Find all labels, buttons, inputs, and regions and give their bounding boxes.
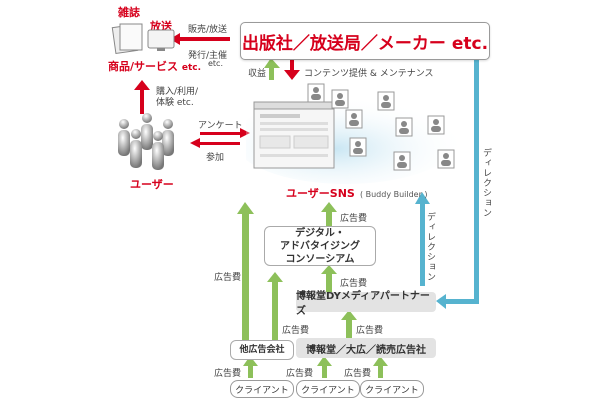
consortium-line-2: アドバタイジング <box>280 240 360 252</box>
client-box-1: クライアント <box>230 380 294 398</box>
ad-fee-label-2: 広告費 <box>214 273 242 283</box>
products-label: 商品/サービス etc. <box>108 58 201 74</box>
ad-fee-label-5: 広告費 <box>356 326 384 336</box>
dy-partners-box: 博報堂DYメディアパートナーズ <box>296 291 436 317</box>
ad-fee-label-1: 広告費 <box>340 214 368 224</box>
publisher-box: 出版社／放送局／メーカー etc. <box>240 22 490 60</box>
other-agencies-box: 他広告会社 <box>230 340 294 360</box>
sns-title: ユーザーSNS ( Buddy Builder ) <box>286 182 428 201</box>
consortium-line-1: デジタル・ <box>295 227 345 239</box>
consortium-box: デジタル・ アドバタイジング コンソーシアム <box>264 226 376 266</box>
green-arrows <box>237 58 388 378</box>
participate-label: 参加 <box>206 153 225 163</box>
users-illustration <box>118 113 174 170</box>
issue-label: 発行/主催 <box>188 51 228 61</box>
products-etc: etc. <box>181 63 202 73</box>
magazine-label: 雑誌 <box>118 6 140 19</box>
browser-window <box>253 101 335 169</box>
contents-label: コンテンツ提供 & メンテナンス <box>304 69 434 79</box>
issue-etc: etc. <box>208 59 223 68</box>
ad-fee-label-3: 広告費 <box>340 279 368 289</box>
purchase-label: 購入/利用/ <box>156 87 199 97</box>
experience-label: 体験 etc. <box>156 98 194 108</box>
ad-fee-label-8: 広告費 <box>344 369 372 379</box>
avatar-people <box>311 87 451 168</box>
products-text: 商品/サービス <box>108 60 179 73</box>
sns-illustration <box>246 83 458 184</box>
media-illustration <box>111 23 175 54</box>
ad-fee-label-6: 広告費 <box>214 369 242 379</box>
sales-label: 販売/放送 <box>188 25 228 35</box>
sns-name: ユーザーSNS <box>286 187 355 200</box>
client-box-3: クライアント <box>360 380 424 398</box>
users-label: ユーザー <box>130 178 174 191</box>
revenue-label: 収益 <box>248 69 267 79</box>
hakuhodo-group-box: 博報堂／大広／読売広告社 <box>296 338 436 358</box>
ad-fee-label-4: 広告費 <box>282 326 310 336</box>
ad-fee-label-7: 広告費 <box>286 369 314 379</box>
survey-label: アンケート <box>198 121 243 131</box>
sns-sub: ( Buddy Builder ) <box>359 190 428 199</box>
direction-label-right: ディレクション <box>481 148 491 218</box>
consortium-line-3: コンソーシアム <box>285 253 355 265</box>
direction-label-inner: ディレクション <box>425 212 435 282</box>
blue-arrows <box>415 58 479 309</box>
red-arrows <box>134 33 300 148</box>
client-box-2: クライアント <box>296 380 360 398</box>
